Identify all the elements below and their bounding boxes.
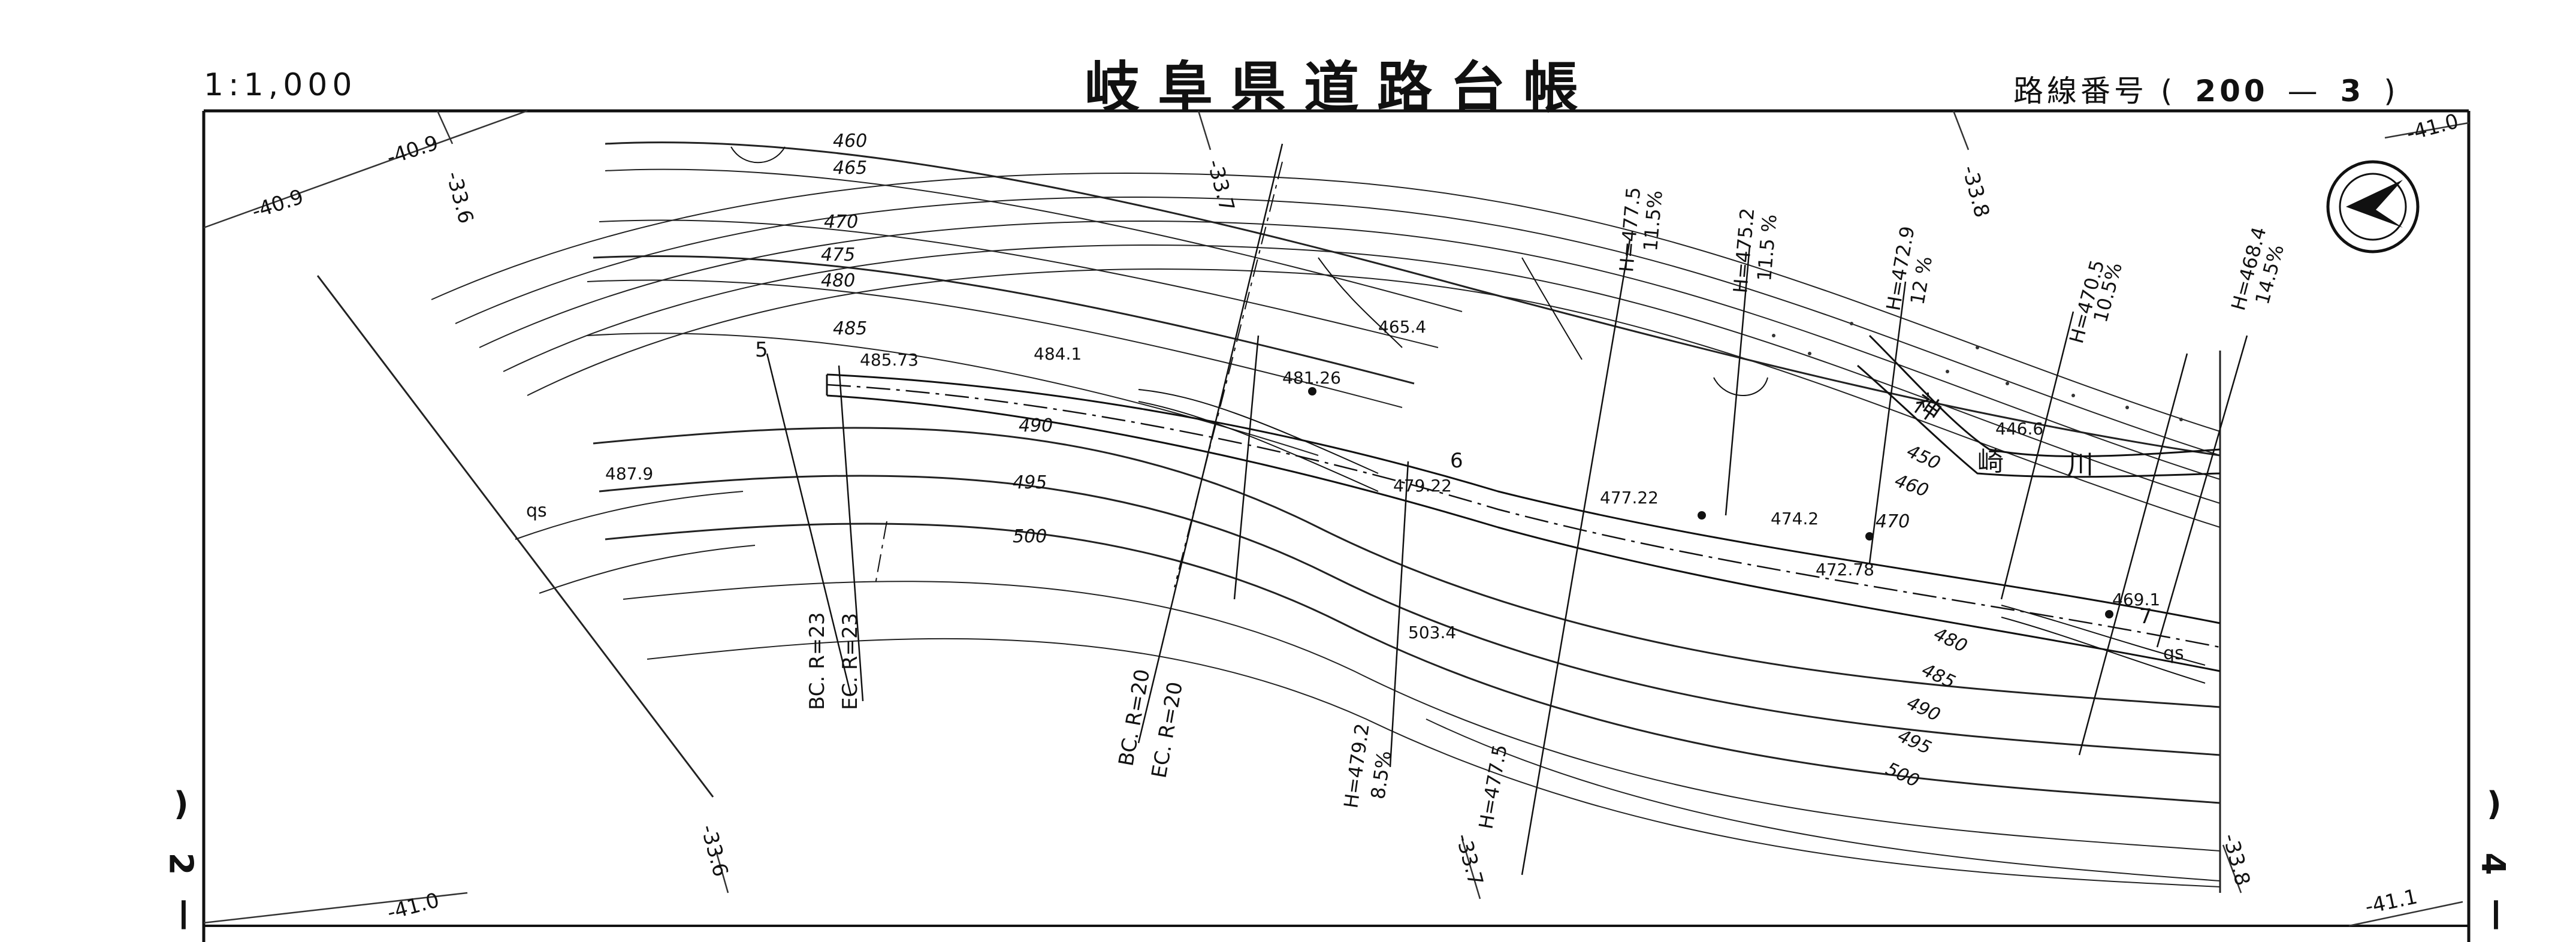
contour-labels: 460 465 470 475 480 485 490 495 500 [821, 131, 1053, 547]
gradient-percent: 8.5% [1366, 749, 1396, 801]
contour-label: 480 [1931, 624, 1971, 657]
contour-label: 475 [821, 244, 855, 265]
gradient-percent: 11.5% [1639, 189, 1667, 252]
contour-label: 450 [1904, 441, 1944, 475]
contour-label: 500 [1883, 759, 1923, 792]
left-sheet-number: 2 [162, 852, 200, 875]
contour-label: 500 [1013, 526, 1047, 547]
contour-lines [431, 141, 2221, 887]
route-number: 200 [2195, 74, 2269, 108]
left-sheet-dash: — [167, 898, 205, 931]
map-scale: 1:1,000 [204, 67, 357, 103]
curve-label: EC. R=20 [1147, 680, 1188, 780]
curve-label: BC. R=23 [805, 612, 829, 710]
grid-label: -33.8 [1957, 163, 1994, 220]
spot-height: 485.73 [860, 350, 919, 370]
grid-label: -33.8 [2218, 831, 2254, 888]
curve-label: BC. R=20 [1114, 668, 1155, 768]
slope-marks [730, 146, 1768, 396]
contour-label: 495 [1013, 472, 1047, 493]
contour-labels-right: 450 460 470 480 485 490 495 500 [1876, 441, 1970, 792]
river-dots [1772, 322, 2183, 421]
spot-height: 477.22 [1600, 488, 1659, 508]
station-number: 5 [755, 338, 768, 362]
route-number-label: 路線番号 ( 200 — 3 ) [2013, 67, 2399, 110]
contour-label: 465 [833, 158, 867, 179]
river [1857, 334, 2221, 478]
misc-marks: qs qs [526, 500, 2184, 664]
grid-ticks [203, 110, 2469, 927]
section-lines [766, 143, 2248, 875]
contour-label: 490 [1904, 693, 1944, 726]
contour-label: 495 [1895, 726, 1935, 759]
contour-label: 485 [833, 318, 867, 339]
right-sheet-paren: ) [2487, 785, 2502, 823]
spot-height: 487.9 [605, 464, 653, 484]
spot-height: 465.4 [1378, 317, 1426, 337]
spot-heights: 485.73 484.1 481.26 465.4 487.9 479.22 4… [605, 317, 2160, 642]
spot-height: 474.2 [1771, 509, 1819, 529]
grid-label: -33.7 [1451, 831, 1487, 888]
spot-height: 479.22 [1393, 476, 1452, 496]
gradient-height: H=477.5 [1474, 742, 1511, 831]
spot-height-dots [1308, 387, 2113, 618]
station-number: 6 [1450, 449, 1463, 473]
route-label: 路線番号 [2013, 74, 2148, 108]
curve-label: EC. R=23 [838, 613, 862, 710]
river-char: 崎 [1977, 446, 2004, 477]
grid-label: -33.7 [1202, 157, 1239, 214]
spot-height: 446.6 [1995, 419, 2043, 439]
left-sheet-paren: ) [174, 785, 189, 823]
route-dash: — [2287, 74, 2321, 108]
curve-labels: BC. R=23 EC. R=23 BC. R=20 EC. R=20 [805, 612, 1188, 780]
grid-label: -33.6 [696, 822, 732, 879]
river-char: 川 [2067, 449, 2094, 480]
contour-label: 470 [824, 212, 858, 233]
grid-label: -41.0 [2404, 109, 2461, 146]
qs-mark: qs [526, 500, 547, 521]
spot-height: 472.78 [1816, 560, 1874, 579]
curve-centerlines [874, 161, 1283, 588]
route-open-paren: ( [2160, 74, 2176, 108]
grid-label: -41.0 [385, 888, 442, 925]
contour-label: 460 [833, 131, 867, 152]
spot-height: 484.1 [1034, 344, 1082, 364]
spot-height: 481.26 [1282, 368, 1341, 388]
spot-height: 469.1 [2112, 590, 2160, 609]
grid-label: -40.9 [383, 131, 441, 170]
contour-label: 460 [1892, 470, 1931, 502]
gradient-height: H=475.2 [1729, 207, 1759, 294]
contour-label: 480 [821, 270, 855, 291]
right-sheet-dash: — [2479, 898, 2517, 931]
survey-boundary [316, 275, 2221, 893]
map-title: 岐阜県道路台帳 [1085, 56, 1597, 120]
contour-label: 485 [1919, 660, 1959, 693]
spot-height: 503.4 [1408, 623, 1456, 642]
qs-mark: qs [2163, 643, 2184, 664]
route-close-paren: ) [2384, 74, 2399, 108]
map-frame [202, 109, 2471, 942]
route-sheet-number: 3 [2340, 74, 2365, 108]
retaining-wall [1138, 389, 2206, 684]
grid-label: -33.6 [441, 169, 478, 226]
grid-label: -40.9 [249, 185, 306, 224]
station-number: 7 [2139, 605, 2152, 629]
contour-label: 470 [1876, 511, 1910, 532]
north-arrow-icon [2326, 160, 2420, 253]
station-numbers: 5 6 7 [755, 338, 2152, 629]
road-centerline [826, 384, 2221, 648]
grid-label: -41.1 [2363, 884, 2420, 919]
contour-label: 490 [1019, 415, 1053, 436]
right-sheet-number: 4 [2474, 852, 2512, 875]
